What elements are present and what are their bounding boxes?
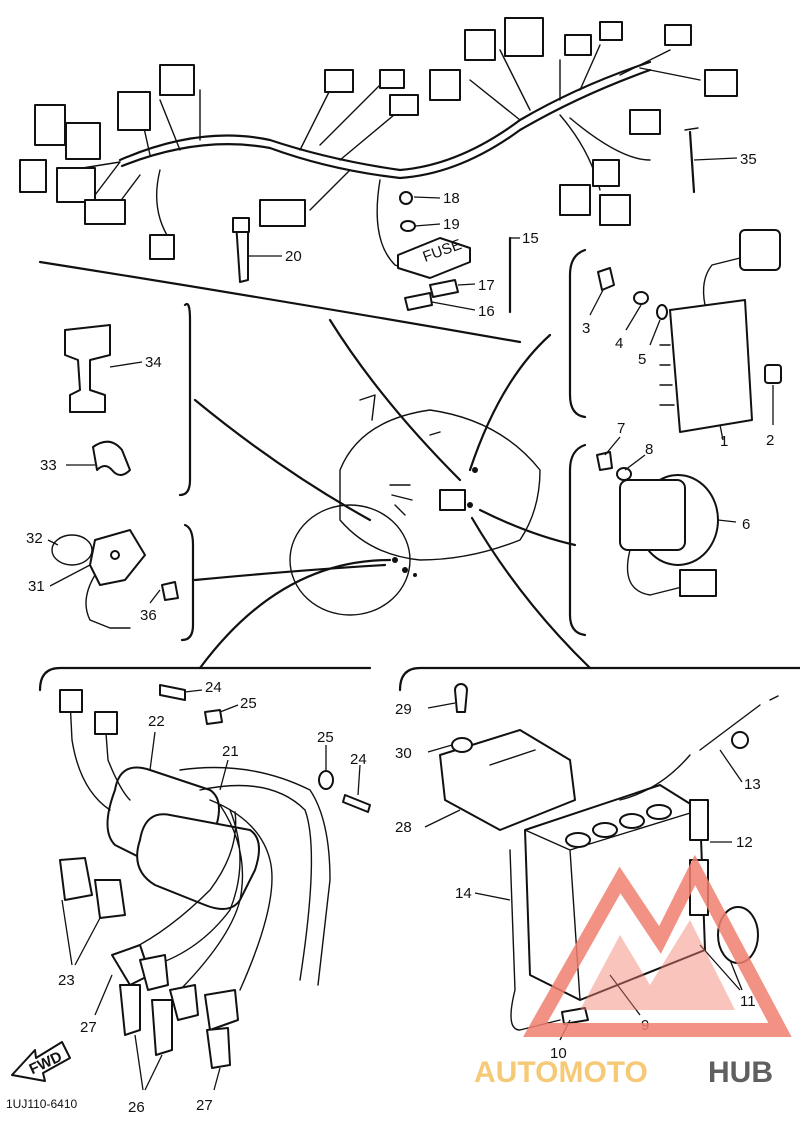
callout-34: 34 <box>145 354 162 371</box>
callout-32: 32 <box>26 530 43 547</box>
watermark-text-left: AUTOMOTO <box>474 1056 648 1089</box>
callout-15: 15 <box>522 230 539 247</box>
callout-27b: 27 <box>196 1097 213 1114</box>
part-callouts: 1 2 3 4 5 6 7 8 9 10 11 12 13 14 15 16 1… <box>26 151 774 1116</box>
callout-29: 29 <box>395 701 412 718</box>
callout-28: 28 <box>395 819 412 836</box>
watermark-text-right: HUB <box>708 1056 773 1089</box>
callout-21: 21 <box>222 743 239 760</box>
relay-6 <box>596 451 719 597</box>
callout-10: 10 <box>550 1045 567 1062</box>
callout-35: 35 <box>740 151 757 168</box>
callout-26: 26 <box>128 1099 145 1116</box>
callout-6: 6 <box>742 516 750 533</box>
callout-24a: 24 <box>205 679 222 696</box>
callout-5: 5 <box>638 351 646 368</box>
callout-17: 17 <box>478 277 495 294</box>
callout-11: 11 <box>740 993 756 1010</box>
callout-12: 12 <box>736 834 753 851</box>
tie-band <box>688 130 696 194</box>
ignition-coils <box>59 684 371 1069</box>
callout-25b: 25 <box>317 729 334 746</box>
fwd-arrow-icon: FWD <box>11 1041 71 1082</box>
callout-3: 3 <box>582 320 590 337</box>
callout-27a: 27 <box>80 1019 97 1036</box>
callout-2: 2 <box>766 432 774 449</box>
left-parts <box>51 324 179 629</box>
motorcycle-outline <box>193 318 592 670</box>
callout-23: 23 <box>58 972 75 989</box>
diagram-code: 1UJ110-6410 <box>6 1097 77 1111</box>
callout-25a: 25 <box>240 695 257 712</box>
watermark-logo: AUTOMOTO HUB <box>474 854 792 1089</box>
wire-harness <box>19 17 738 271</box>
callout-33: 33 <box>40 457 57 474</box>
fuse-box: FUSE <box>397 191 471 311</box>
cdi-unit <box>439 683 576 831</box>
callout-7: 7 <box>617 420 625 437</box>
regulator <box>597 229 782 433</box>
callout-1: 1 <box>720 433 728 450</box>
section-borders <box>38 236 800 692</box>
callout-16: 16 <box>478 303 495 320</box>
key-part <box>232 217 250 283</box>
callout-30: 30 <box>395 745 412 762</box>
callout-31: 31 <box>28 578 45 595</box>
callout-36: 36 <box>140 607 157 624</box>
callout-14: 14 <box>455 885 472 902</box>
callout-4: 4 <box>615 335 623 352</box>
callout-20: 20 <box>285 248 302 265</box>
callout-24b: 24 <box>350 751 367 768</box>
callout-19: 19 <box>443 216 460 233</box>
callout-22: 22 <box>148 713 165 730</box>
callout-18: 18 <box>443 190 460 207</box>
callout-13: 13 <box>744 776 761 793</box>
callout-8: 8 <box>645 441 653 458</box>
